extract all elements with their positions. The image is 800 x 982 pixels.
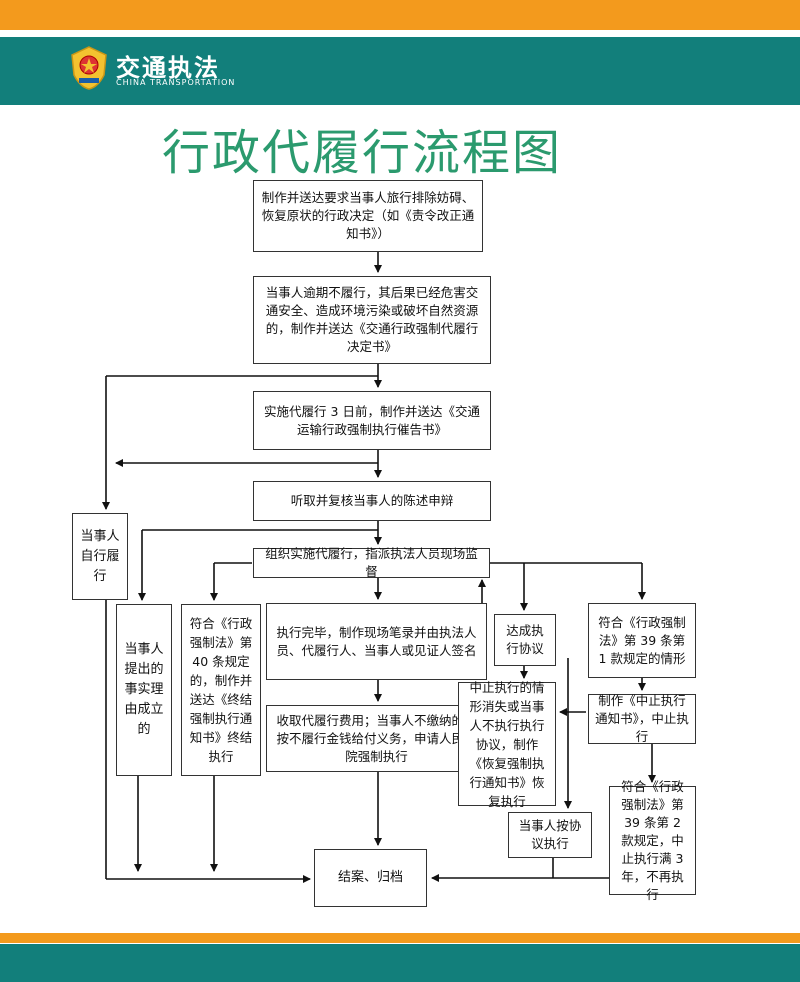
completed-box: 执行完毕，制作现场笔录并由执法人员、代履行人、当事人或见证人签名 [266, 603, 487, 680]
top-orange-band [0, 0, 800, 30]
facts-established-box: 当事人提出的事实理由成立的 [116, 604, 172, 776]
step2-box: 当事人逾期不履行，其后果已经危害交通安全、造成环境污染或破坏自然资源的，制作并送… [253, 276, 491, 364]
bottom-orange-band [0, 933, 800, 943]
organize-box: 组织实施代履行，指派执法人员现场监督 [253, 546, 490, 579]
fees-box: 收取代履行费用；当事人不缴纳的，按不履行金钱给付义务，申请人民法院强制执行 [266, 705, 487, 772]
self-perform-box: 当事人自行履行 [72, 513, 128, 600]
emblem-icon [71, 46, 107, 90]
step4-box: 听取并复核当事人的陈述申辩 [253, 481, 491, 521]
art39-2-box: 符合《行政强制法》第 39 条第 2 款规定，中止执行满 3 年，不再执行 [609, 779, 696, 902]
header-bar [0, 37, 800, 105]
by-agreement-box: 当事人按协议执行 [508, 812, 592, 858]
page-title: 行政代履行流程图 [162, 125, 563, 181]
art39-1-box: 符合《行政强制法》第 39 条第 1 款规定的情形 [588, 603, 696, 678]
resume-box: 中止执行的情形消失或当事人不执行执行协议，制作《恢复强制执行通知书》恢复执行 [458, 680, 556, 809]
agreement-box: 达成执行协议 [494, 614, 556, 666]
suspend-box: 制作《中止执行通知书》，中止执行 [588, 693, 696, 744]
brand-name: 交通执法 [116, 54, 220, 82]
step1-box: 制作并送达要求当事人旅行排除妨碍、恢复原状的行政决定（如《责令改正通知书》） [253, 180, 483, 252]
footer-bar [0, 944, 800, 982]
archive-box: 结案、归档 [314, 849, 427, 907]
brand-subtitle: CHINA TRANSPORTATION [116, 78, 236, 87]
step3-box: 实施代履行 3 日前，制作并送达《交通运输行政强制执行催告书》 [253, 391, 491, 450]
art40-box: 符合《行政强制法》第 40 条规定的，制作并送达《终结强制执行通知书》终结执行 [181, 604, 261, 776]
